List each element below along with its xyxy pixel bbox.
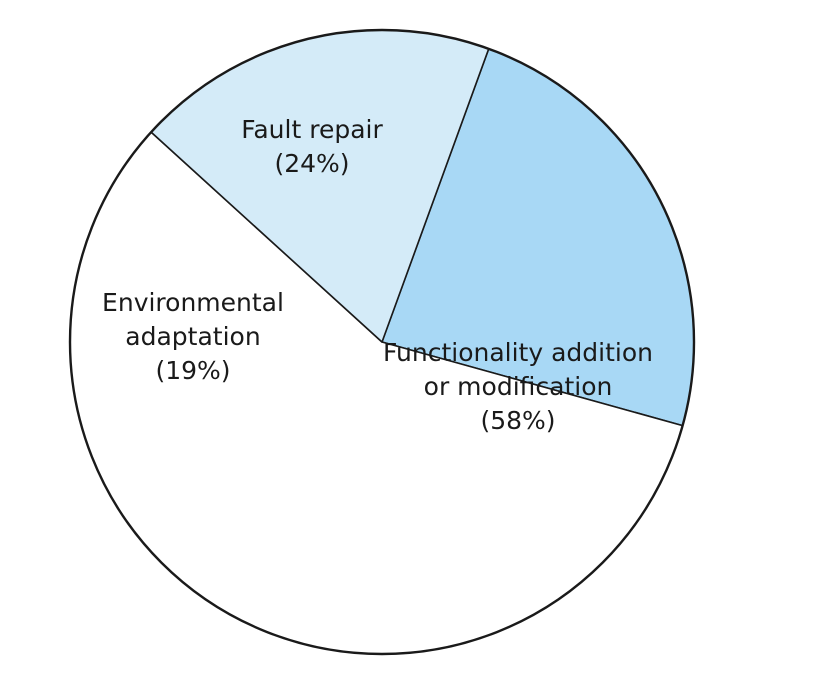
slice-name-line: Environmental	[102, 288, 284, 317]
pie-slices	[69, 29, 695, 655]
slice-name-line: adaptation	[125, 322, 260, 351]
slice-name-line: or modification	[424, 372, 613, 401]
slice-name-line: Fault repair	[241, 115, 383, 144]
pie-outline	[68, 28, 696, 656]
slice-label-2: Environmental adaptation (19%)	[102, 288, 284, 385]
slice-label-0: Fault repair (24%)	[241, 115, 383, 178]
slice-name-line: Functionality addition	[383, 338, 653, 367]
slice-value-label: (24%)	[274, 149, 349, 178]
slice-label-1: Functionality addition or modification (58…	[383, 338, 653, 435]
slice-labels: Fault repair (24%) Functionality addition o…	[102, 115, 653, 435]
slice-value-label: (19%)	[155, 356, 230, 385]
slice-value-label: (58%)	[480, 406, 555, 435]
